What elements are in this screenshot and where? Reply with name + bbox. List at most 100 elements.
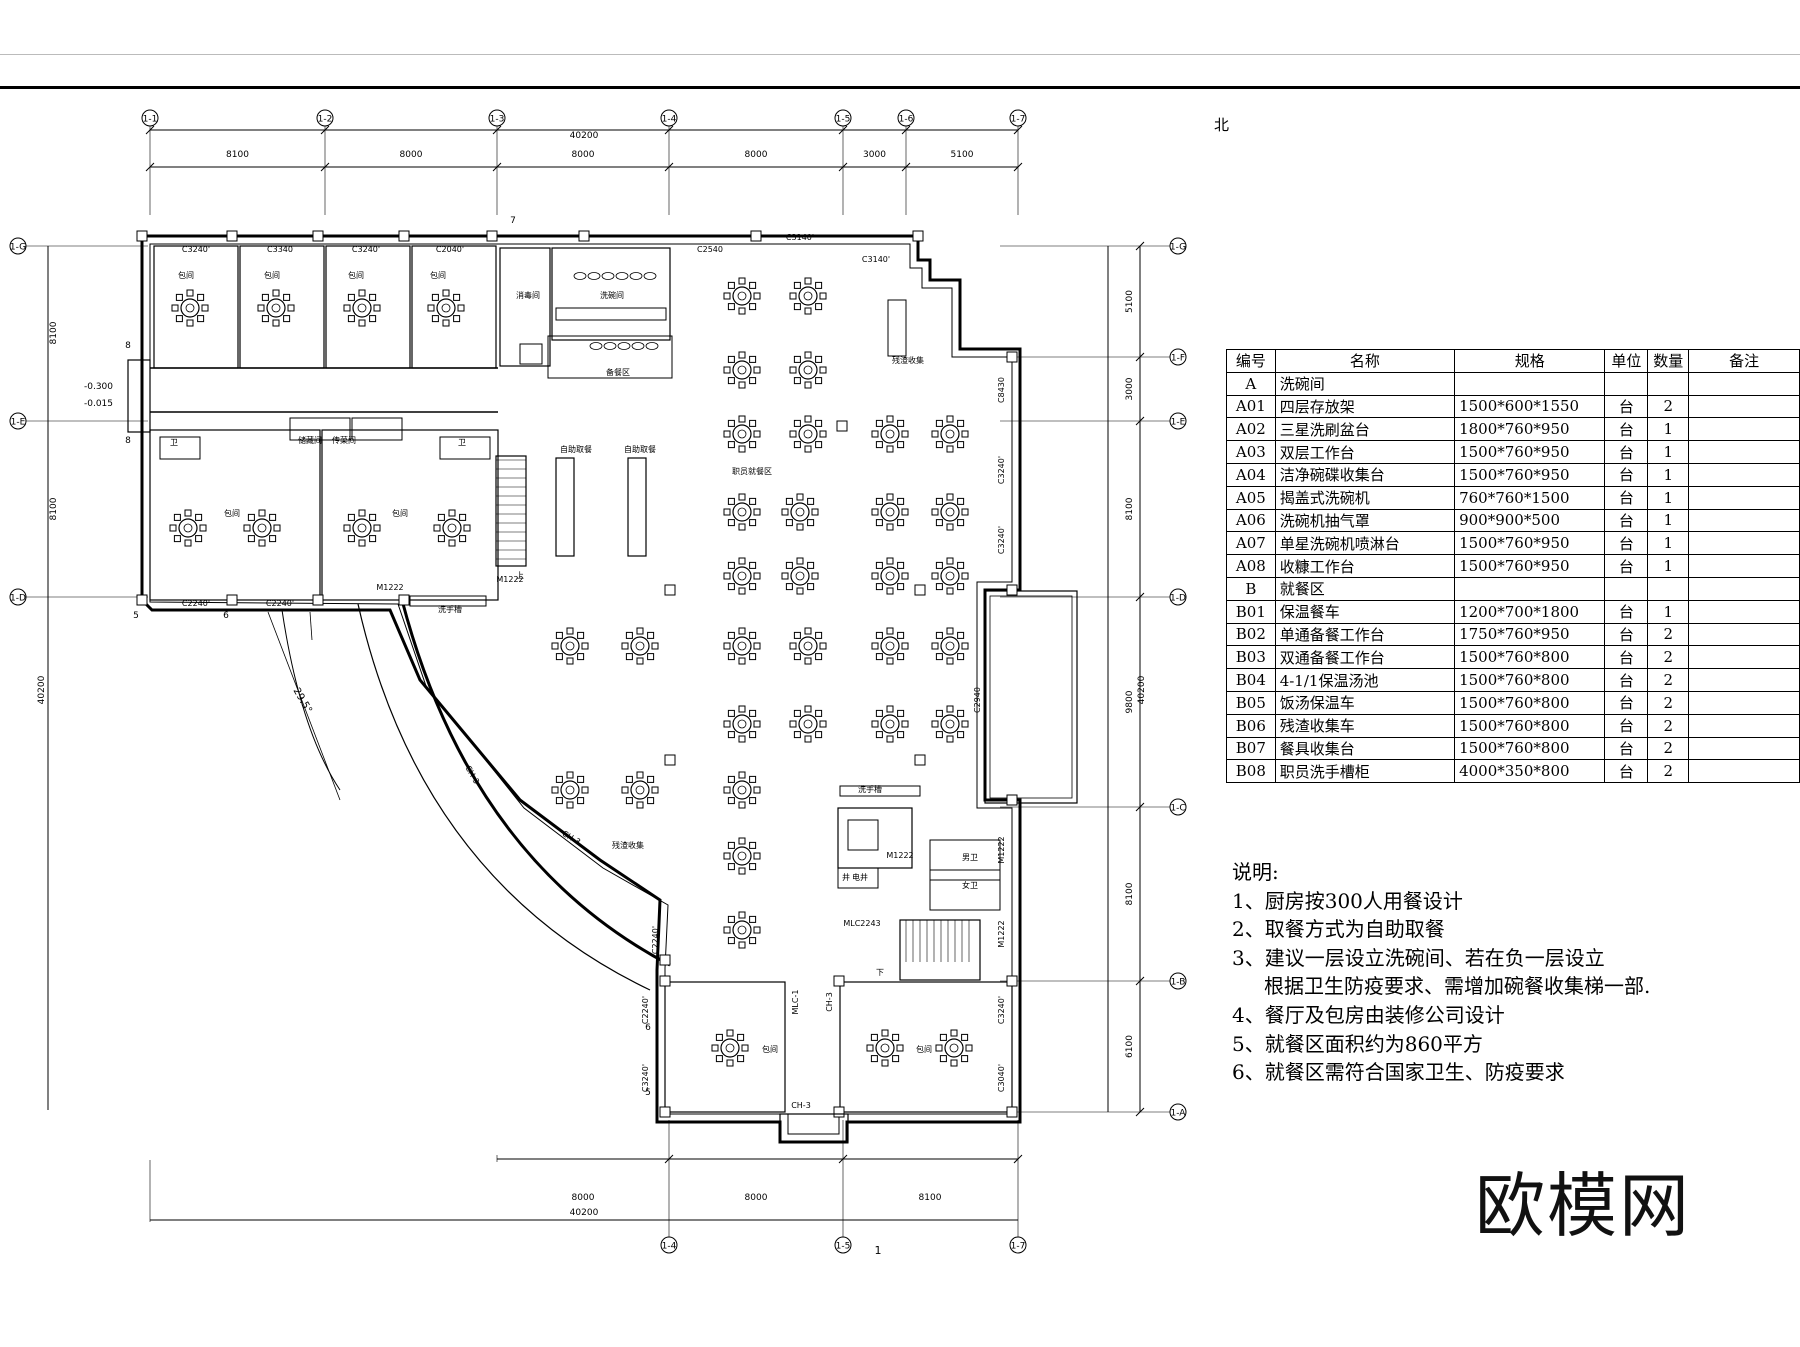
chair [901, 572, 909, 580]
structural-column [659, 975, 671, 987]
table-center [357, 523, 367, 533]
room-label-elevator: 电井 [852, 872, 868, 882]
equipment-cell-spec: 1500*760*950 [1454, 531, 1606, 556]
room-label-private: 包间 [348, 270, 364, 280]
chair [886, 657, 894, 665]
axis-bubble [9, 237, 27, 255]
window-door-tag: M1222 [496, 575, 523, 584]
dim-tick [838, 125, 848, 135]
equipment-cell-note [1688, 759, 1800, 784]
chair [437, 513, 445, 521]
room-label-prep: 备餐区 [606, 367, 630, 377]
table-center [271, 303, 281, 313]
chair [946, 735, 954, 743]
table-center [737, 719, 747, 729]
structural-column [833, 975, 845, 987]
chair [789, 292, 797, 300]
window-door-tag: C2240' [182, 599, 210, 608]
axis-label: 1-3 [490, 115, 505, 125]
chair [625, 797, 633, 805]
structural-column [398, 594, 410, 606]
table-top [944, 1038, 964, 1058]
table-center [725, 1043, 735, 1053]
equipment-cell-note [1688, 554, 1800, 578]
axis-bubble [1169, 237, 1187, 255]
axis-label: 1-4 [662, 115, 677, 125]
chair [935, 631, 943, 639]
chair [871, 508, 879, 516]
header-name: 名称 [1274, 349, 1456, 373]
chair [621, 642, 629, 650]
equipment-cell-unit: 台 [1604, 508, 1649, 533]
angle-label: 29.5° [291, 686, 314, 715]
chair [886, 627, 894, 635]
round-table-set [931, 415, 969, 453]
chair [577, 653, 585, 661]
chair [957, 561, 965, 569]
table-top [732, 502, 752, 522]
chair [453, 315, 461, 323]
structural-column [136, 230, 148, 242]
chair [738, 493, 746, 501]
dim-span: 3000 [1125, 377, 1135, 400]
chair [463, 524, 471, 532]
round-table-set [343, 289, 381, 327]
equipment-cell-unit: 台 [1604, 394, 1649, 419]
chair [749, 653, 757, 661]
chair [358, 509, 366, 517]
chair [727, 709, 735, 717]
grid-mark: 8 [125, 436, 131, 446]
dim-tick [838, 162, 848, 172]
chair [897, 441, 905, 449]
chair [815, 631, 823, 639]
dim-tick [901, 125, 911, 135]
equipment-cell-note [1688, 576, 1800, 601]
window-door-tag: C2240' [266, 599, 294, 608]
equipment-cell-spec: 1500*760*800 [1454, 736, 1606, 761]
chair [957, 441, 965, 449]
window-door-tag: C2540 [697, 245, 723, 254]
chair [957, 419, 965, 427]
equipment-cell-qty: 2 [1647, 759, 1690, 784]
notes-title: 说明: [1232, 860, 1279, 884]
equipment-cell-note [1688, 508, 1800, 533]
equipment-cell-spec: 1500*600*1550 [1454, 394, 1606, 419]
chair [199, 524, 207, 532]
chair [950, 1029, 958, 1037]
equipment-cell-code: B02 [1226, 622, 1276, 647]
chair [804, 381, 812, 389]
chair [753, 720, 761, 728]
round-table-set [866, 1029, 904, 1067]
chair [577, 797, 585, 805]
equipment-cell-name: 单星洗碗机喷淋台 [1274, 531, 1456, 556]
chair [738, 705, 746, 713]
chair [738, 523, 746, 531]
chair [881, 1059, 889, 1067]
structural-column [312, 230, 324, 242]
chair [753, 642, 761, 650]
chair [789, 430, 797, 438]
equipment-cell-unit: 台 [1604, 531, 1649, 556]
sink [573, 272, 587, 280]
chair [257, 304, 265, 312]
chair [727, 497, 735, 505]
dining-pillar [664, 584, 676, 596]
chair [448, 509, 456, 517]
chair [727, 303, 735, 311]
chair [897, 731, 905, 739]
sink [603, 342, 617, 350]
table-center [565, 785, 575, 795]
equipment-cell-code: A [1226, 371, 1276, 396]
chair [961, 508, 969, 516]
header-qty: 数量 [1647, 349, 1690, 373]
equipment-cell-name: 三星洗刷盆台 [1274, 417, 1456, 442]
dim-span: 5100 [1125, 290, 1135, 313]
chair [789, 720, 797, 728]
south-entrance [779, 1113, 849, 1143]
chair [946, 627, 954, 635]
